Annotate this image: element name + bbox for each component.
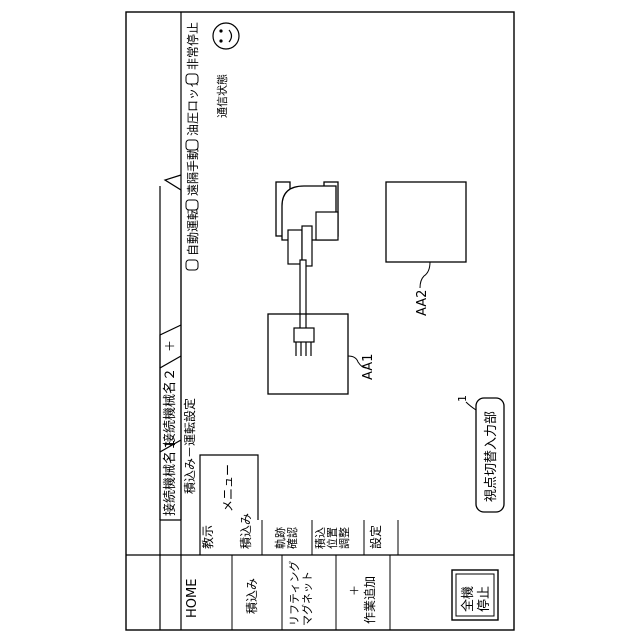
comm-status-label: 通信状態 [215, 74, 229, 118]
tab-add-label: ＋ [163, 340, 177, 352]
viewpoint-switch-button[interactable]: 視点切替入力部 [476, 398, 504, 512]
viewpoint-ref-number: 1 [456, 395, 469, 402]
aa1-label: AA1 [361, 354, 376, 380]
hydraulic-lock-label: 油圧ロック [186, 76, 200, 136]
home-label: HOME [185, 579, 200, 618]
emergency-stop-label: 非常停止 [185, 22, 200, 70]
viewpoint-switch-label: 視点切替入力部 [484, 411, 499, 502]
tab-machine-1[interactable]: 接続機械名１ [160, 438, 181, 520]
menu-label: メニュー [221, 464, 235, 512]
sidebar-item-loading-label: 積込み [244, 578, 259, 614]
emergency-stop-lamp-icon [186, 74, 198, 84]
all-stop-button[interactable]: 全機 停止 [452, 570, 498, 620]
auto-run-lamp-icon [186, 260, 198, 270]
add-work-plus: ＋ [348, 585, 361, 596]
submenu-item-teach[interactable]: 教示 [200, 525, 215, 549]
remote-manual-label: 遠隔手動 [186, 148, 200, 196]
tab-machine-2-label: 接続機械名２ [162, 368, 178, 446]
submenu-item-load-position[interactable]: 積込位置調整 [313, 527, 351, 549]
sidebar-item-add-work-label: 作業追加 [362, 576, 377, 624]
hydraulic-lock-lamp-icon [186, 140, 198, 150]
submenu-item-loading[interactable]: 積込み [238, 513, 253, 549]
remote-manual-lamp-icon [186, 200, 198, 210]
submenu-item-trajectory[interactable]: 軌跡確認 [273, 527, 299, 549]
all-stop-label-1: 全機 [460, 586, 476, 612]
tab-machine-1-label: 接続機械名１ [162, 438, 178, 516]
auto-run-label: 自動運転 [186, 208, 200, 256]
submenu-item-settings[interactable]: 設定 [368, 525, 383, 549]
aa2-label: AA2 [415, 290, 430, 316]
breadcrumb: 積込み－運転設定 [182, 398, 197, 494]
tab-machine-2[interactable]: 接続機械名２ [160, 356, 181, 452]
comm-status-smiley-icon [213, 23, 239, 49]
all-stop-label-2: 停止 [476, 586, 492, 612]
emergency-stop-indicator: 非常停止 [185, 22, 200, 84]
